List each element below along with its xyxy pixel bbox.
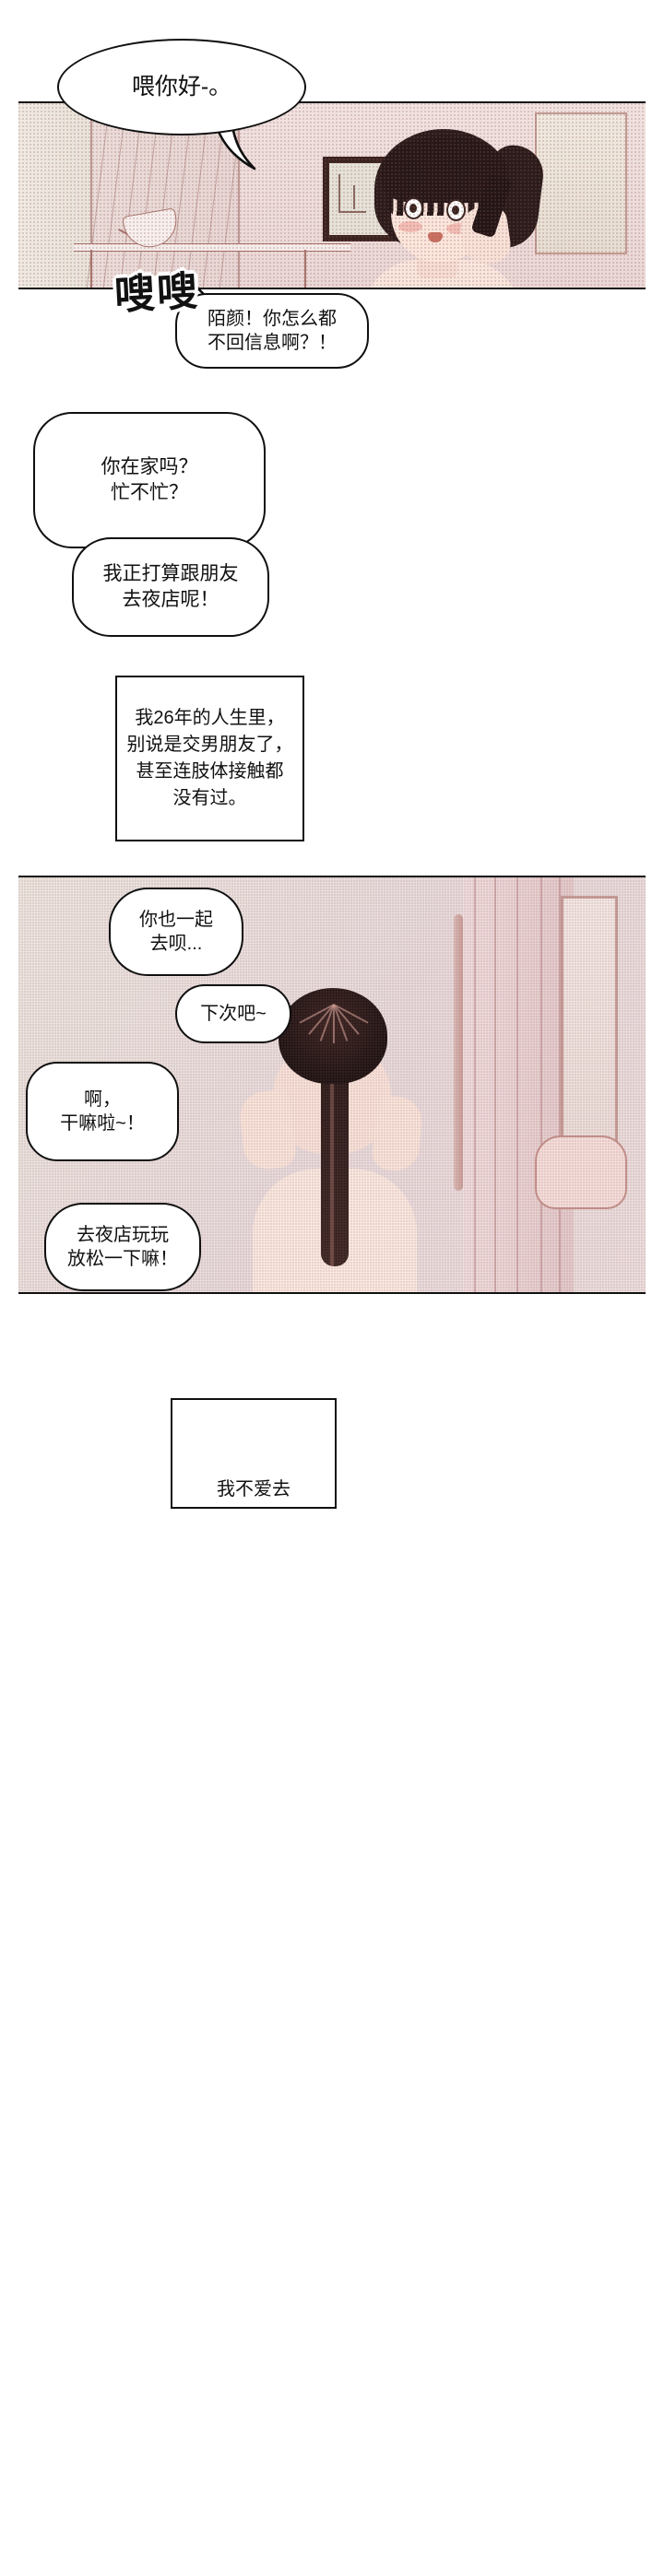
panel2-right-hand bbox=[370, 1094, 425, 1173]
narration-box-monologue: 我26年的人生里， 别说是交男朋友了， 甚至连肢体接触都 没有过。 bbox=[115, 676, 304, 841]
comic-panel-1 bbox=[18, 101, 646, 289]
panel2-curtain bbox=[463, 877, 574, 1292]
speech-bubble-persuade-text: 去夜店玩玩 放松一下嘛！ bbox=[67, 1224, 178, 1269]
narration-box-monologue-text: 我26年的人生里， 别说是交男朋友了， 甚至连肢体接触都 没有过。 bbox=[126, 708, 293, 808]
panel1-desk-lamp bbox=[115, 206, 182, 260]
speech-bubble-persuade: 去夜店玩玩 放松一下嘛！ bbox=[44, 1203, 201, 1291]
panel1-desk bbox=[74, 232, 350, 288]
panel2-hair-bun bbox=[279, 988, 387, 1084]
panel2-left-hand bbox=[237, 1088, 298, 1171]
sfx-phone-buzz: 嗖嗖 bbox=[113, 258, 201, 322]
panel1-character bbox=[350, 122, 547, 288]
panel2-character bbox=[236, 988, 430, 1292]
speech-bubble-next-time: 下次吧~ bbox=[175, 984, 291, 1043]
speech-bubble-greeting-text: 喂你好-。 bbox=[131, 74, 232, 100]
speech-bubble-greeting: 喂你好-。 bbox=[57, 39, 306, 135]
speech-bubble-protest: 啊， 干嘛啦~！ bbox=[26, 1062, 179, 1161]
panel1-wall-edge-2 bbox=[90, 103, 92, 288]
speech-bubble-ask-home: 你在家吗？ 忙不忙？ bbox=[33, 412, 266, 548]
speech-bubble-club-plan: 我正打算跟朋友 去夜店呢！ bbox=[72, 537, 269, 637]
speech-bubble-club-plan-text: 我正打算跟朋友 去夜店呢！ bbox=[102, 563, 239, 610]
narration-box-refusal: 我不爱去 bbox=[171, 1398, 337, 1509]
panel1-left-wall bbox=[18, 103, 90, 288]
speech-bubble-next-time-text: 下次吧~ bbox=[200, 1003, 267, 1024]
speech-bubble-ask-home-text: 你在家吗？ 忙不忙？ bbox=[101, 456, 198, 503]
speech-bubble-caller-opening-text: 陌颜！你怎么都 不回信息啊？！ bbox=[208, 308, 337, 353]
panel1-mirror bbox=[535, 112, 627, 254]
speech-bubble-invite: 你也一起 去呗... bbox=[109, 888, 243, 976]
sfx-phone-buzz-text: 嗖嗖 bbox=[113, 267, 201, 320]
panel1-wall-edge bbox=[238, 103, 240, 288]
speech-bubble-protest-text: 啊， 干嘛啦~！ bbox=[60, 1088, 145, 1134]
panel2-bedpost bbox=[454, 914, 463, 1191]
narration-box-refusal-text: 我不爱去 bbox=[217, 1479, 290, 1500]
panel2-hair-strand bbox=[321, 1064, 349, 1266]
speech-bubble-caller-opening: 陌颜！你怎么都 不回信息啊？！ bbox=[175, 293, 369, 369]
speech-bubble-greeting-tail bbox=[214, 123, 256, 171]
speech-bubble-invite-text: 你也一起 去呗... bbox=[139, 909, 213, 954]
panel2-pillow bbox=[535, 1135, 627, 1209]
